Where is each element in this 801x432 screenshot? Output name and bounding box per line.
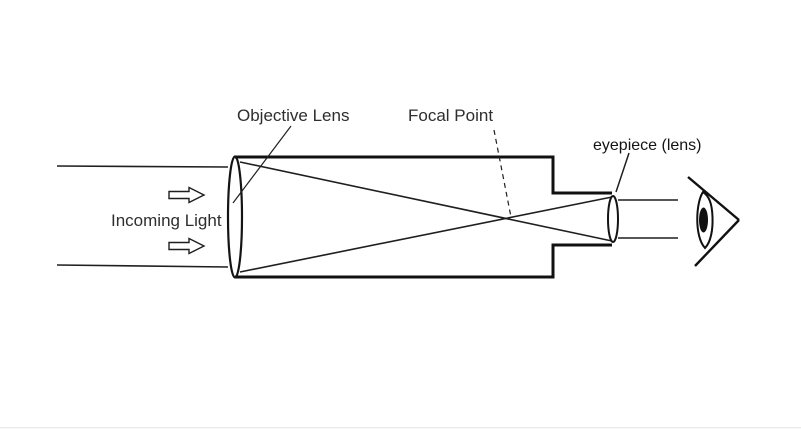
incoming-ray-bottom-line <box>56 264 229 268</box>
eyepiece-lens-ellipse <box>607 195 619 243</box>
eye-pupil <box>699 207 708 233</box>
eyepiece-pointer-line <box>615 152 630 193</box>
incoming-arrow-top-icon <box>168 186 206 204</box>
scan-artifact-line <box>0 427 801 429</box>
objective-lens-ellipse <box>226 155 244 279</box>
refracted-ray-descending <box>239 161 613 242</box>
eye-upper-lid <box>687 176 740 221</box>
focal-point-pointer-line <box>493 129 512 218</box>
eye-lower-lid <box>694 219 740 267</box>
objective-lens-label: Objective Lens <box>237 106 349 125</box>
incoming-ray-top-line <box>56 165 229 168</box>
telescope-tube-lower-outline <box>235 243 612 279</box>
incoming-light-label: Incoming Light <box>111 211 222 230</box>
telescope-tube-upper-outline <box>235 155 612 195</box>
eyepiece-label: eyepiece (lens) <box>593 137 702 154</box>
refracted-ray-ascending <box>239 196 613 273</box>
focal-point-label: Focal Point <box>408 106 493 125</box>
eye-icon <box>687 176 740 267</box>
objective-lens-pointer-line <box>232 125 292 204</box>
incoming-arrow-bottom-icon <box>168 237 206 255</box>
